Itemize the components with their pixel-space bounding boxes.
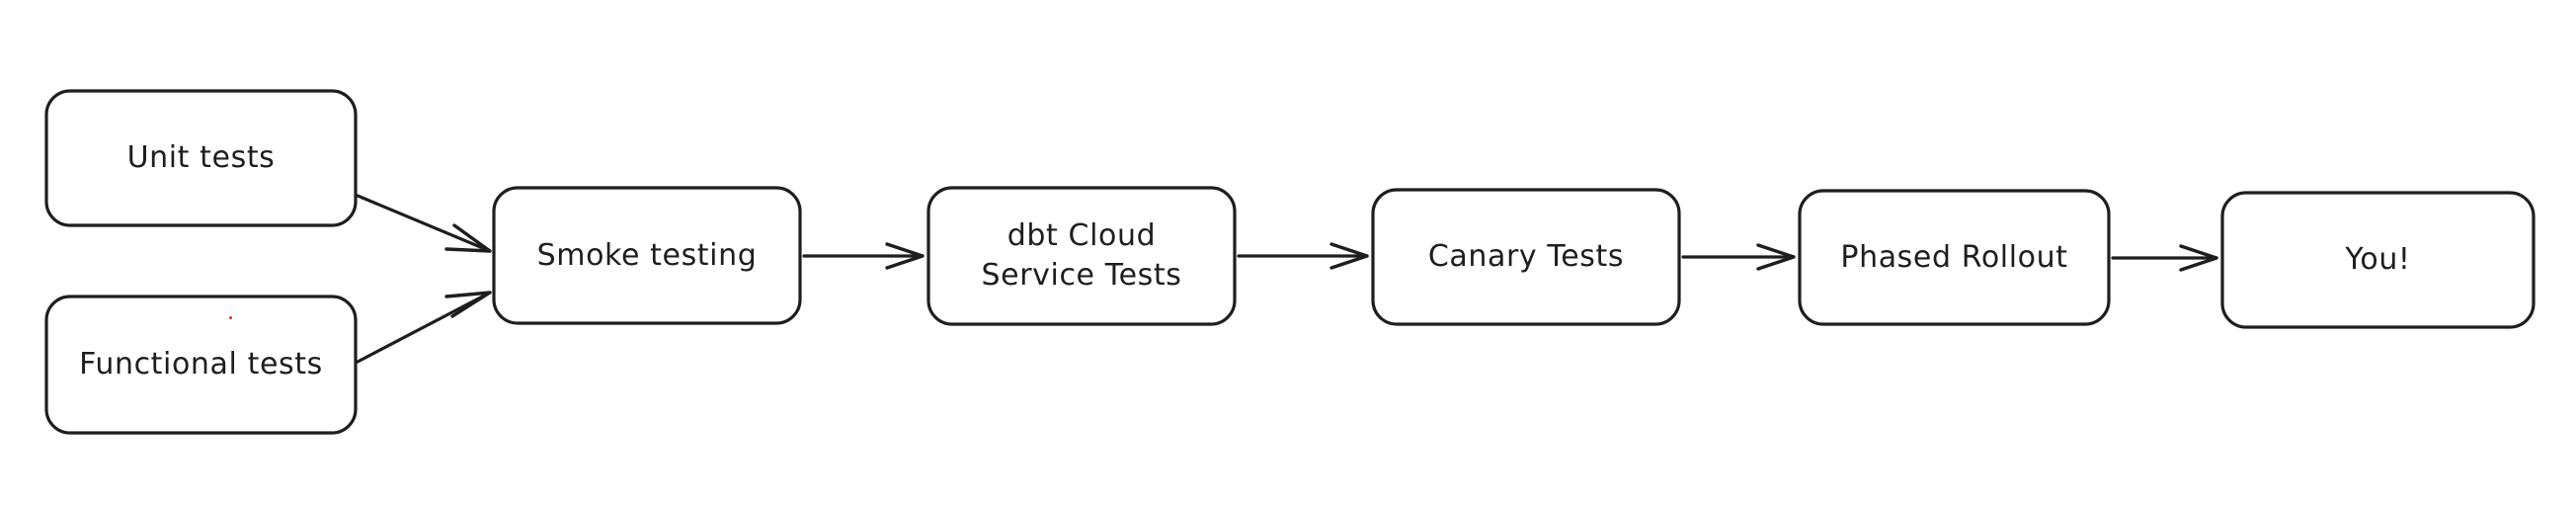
edge-line — [356, 291, 492, 364]
edge-layer — [356, 194, 2218, 364]
arrowhead-icon — [444, 223, 492, 253]
arrowhead-icon — [2179, 244, 2218, 272]
arrowhead-icon — [1756, 243, 1796, 271]
edge-unit-tests-to-smoke-testing — [356, 194, 492, 253]
artifact-dot — [229, 316, 232, 319]
edge-dbt-cloud-service-tests-to-canary-tests — [1237, 242, 1369, 270]
arrowhead-icon — [885, 242, 925, 270]
node-layer — [44, 89, 2536, 435]
edge-phased-rollout-to-you — [2111, 244, 2218, 272]
node-box-unit-tests[interactable] — [44, 89, 358, 227]
edge-line — [356, 194, 492, 253]
arrowhead-icon — [444, 291, 492, 318]
node-box-phased-rollout[interactable] — [1798, 189, 2111, 326]
node-box-functional-tests[interactable] — [44, 295, 358, 435]
arrowhead-icon — [1329, 242, 1369, 270]
node-box-dbt-cloud-service-tests[interactable] — [926, 186, 1237, 326]
node-box-canary-tests[interactable] — [1371, 188, 1681, 326]
edge-functional-tests-to-smoke-testing — [356, 291, 492, 364]
edge-smoke-testing-to-dbt-cloud-service-tests — [802, 242, 925, 270]
node-box-smoke-testing[interactable] — [492, 186, 802, 325]
node-box-you[interactable] — [2220, 191, 2536, 329]
edge-canary-tests-to-phased-rollout — [1681, 243, 1796, 271]
